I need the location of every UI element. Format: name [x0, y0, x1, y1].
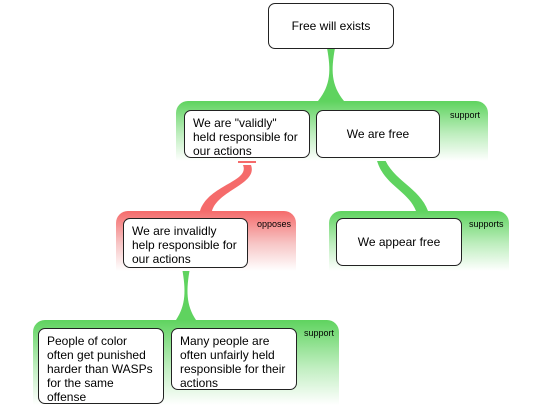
node-validly-held-responsible[interactable]: We are "validly" held responsible for ou…	[184, 110, 310, 158]
node-invalidly-held-responsible[interactable]: We are invalidly help responsible for ou…	[123, 218, 248, 268]
group-label-support-bottom: support	[304, 328, 335, 338]
node-many-people-unfairly-held[interactable]: Many people are often unfairly held resp…	[171, 328, 297, 390]
connector-invalidly-support	[176, 268, 196, 320]
group-label-support: support	[450, 110, 481, 120]
node-people-of-color[interactable]: People of color often get punished harde…	[38, 328, 164, 404]
node-we-are-free[interactable]: We are free	[316, 110, 440, 158]
node-we-appear-free[interactable]: We appear free	[336, 218, 462, 266]
group-label-supports: supports	[469, 219, 504, 229]
connector-free-supports	[376, 157, 428, 211]
connector-validly-opposes	[200, 165, 252, 211]
connector-root-support	[318, 48, 344, 101]
node-free-will-exists[interactable]: Free will exists	[268, 3, 394, 49]
group-label-opposes: opposes	[257, 219, 292, 229]
